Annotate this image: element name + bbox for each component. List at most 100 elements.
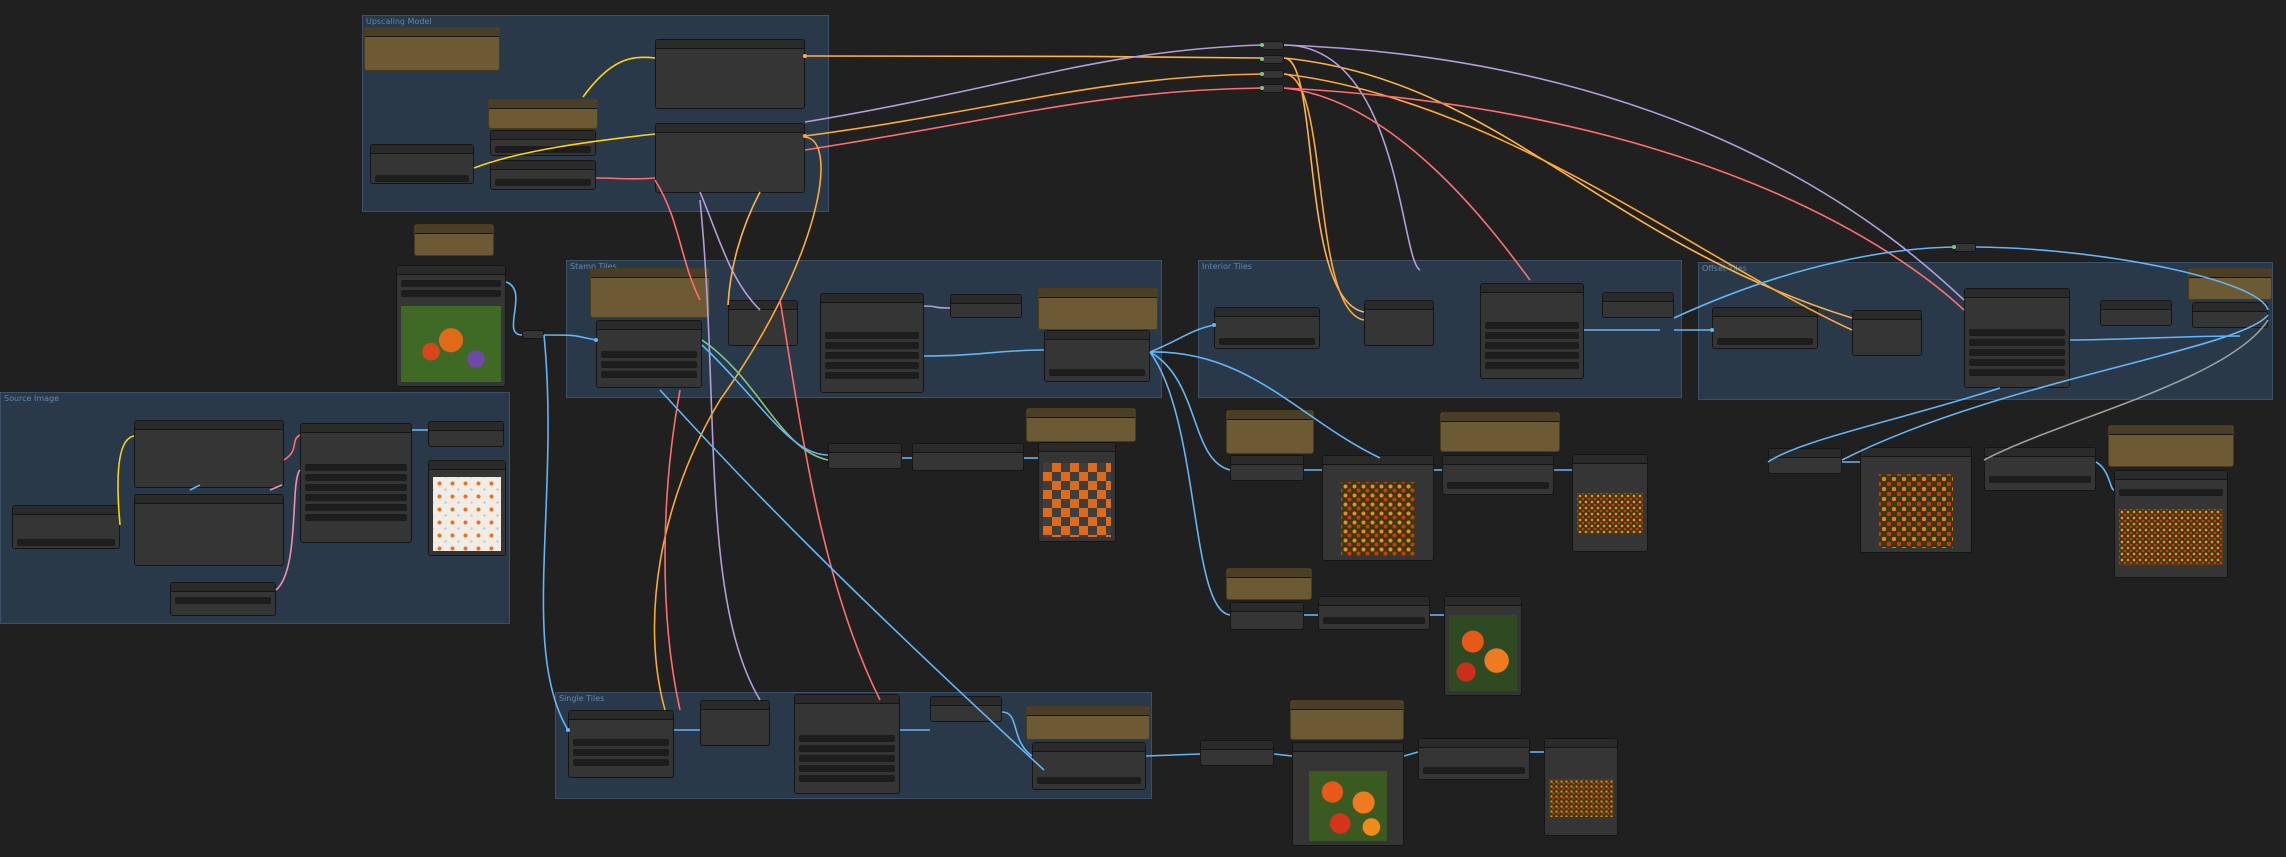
widget[interactable] xyxy=(1485,342,1579,349)
widget[interactable] xyxy=(601,351,697,358)
widget[interactable] xyxy=(1447,482,1549,489)
note-node[interactable] xyxy=(2108,425,2234,467)
note-node[interactable] xyxy=(1226,410,1314,454)
sampler-node[interactable] xyxy=(300,423,412,543)
widget[interactable] xyxy=(1969,349,2065,356)
note-node[interactable] xyxy=(1440,412,1560,452)
conditioning-node[interactable] xyxy=(1852,310,1922,356)
preview-image-node[interactable] xyxy=(1544,738,1618,836)
generator-node[interactable] xyxy=(134,420,284,488)
note-node[interactable] xyxy=(1290,700,1404,740)
resize-node[interactable] xyxy=(1318,596,1430,630)
resize-node[interactable] xyxy=(1418,738,1530,780)
vae-decode-node[interactable] xyxy=(1602,292,1674,318)
model-widget[interactable] xyxy=(375,175,469,182)
conditioning-node[interactable] xyxy=(728,300,798,346)
load-image-node[interactable] xyxy=(396,265,506,387)
image-widget[interactable] xyxy=(401,280,501,287)
crop-node[interactable] xyxy=(1230,602,1304,630)
widget[interactable] xyxy=(1969,369,2065,376)
note-node[interactable] xyxy=(364,27,500,71)
widget[interactable] xyxy=(573,739,669,746)
note-node[interactable] xyxy=(1026,408,1136,442)
widget[interactable] xyxy=(799,745,895,752)
widget[interactable] xyxy=(573,759,669,766)
conditioning-node[interactable] xyxy=(1364,300,1434,346)
tile-node[interactable] xyxy=(1214,307,1320,349)
preview-image-node[interactable] xyxy=(1860,447,1972,553)
widget[interactable] xyxy=(1485,352,1579,359)
widget[interactable] xyxy=(601,371,697,378)
widget[interactable] xyxy=(1969,359,2065,366)
upload-widget[interactable] xyxy=(401,290,501,297)
widget[interactable] xyxy=(825,332,919,339)
preview-image-node[interactable] xyxy=(1038,442,1116,542)
vae-loader-node[interactable] xyxy=(490,160,596,190)
widget[interactable] xyxy=(1969,329,2065,336)
vae-decode-node[interactable] xyxy=(950,294,1022,318)
preview-image-node[interactable] xyxy=(2114,470,2228,578)
ksampler-node[interactable] xyxy=(1964,288,2070,388)
tile-node[interactable] xyxy=(1712,307,1818,349)
vae-decode-node[interactable] xyxy=(2100,300,2172,326)
widget[interactable] xyxy=(799,735,895,742)
image-node[interactable] xyxy=(1032,742,1146,790)
generator-node[interactable] xyxy=(134,494,284,566)
widget[interactable] xyxy=(1423,767,1525,774)
widget[interactable] xyxy=(495,179,591,186)
preview-image-node[interactable] xyxy=(1292,742,1404,846)
widget[interactable] xyxy=(17,539,115,546)
widget[interactable] xyxy=(1969,339,2065,346)
image-node[interactable] xyxy=(12,505,120,549)
crop-node[interactable] xyxy=(1200,740,1274,766)
note-node[interactable] xyxy=(1038,288,1158,330)
widget[interactable] xyxy=(799,775,895,782)
loader-node[interactable] xyxy=(490,130,596,156)
seed-widget[interactable] xyxy=(305,464,407,471)
scheduler-widget[interactable] xyxy=(305,504,407,511)
tile-node[interactable] xyxy=(596,320,702,388)
widget[interactable] xyxy=(1049,369,1145,376)
widget[interactable] xyxy=(825,352,919,359)
image-node[interactable] xyxy=(2192,302,2268,328)
note-node[interactable] xyxy=(2188,268,2272,300)
decode-node[interactable] xyxy=(428,421,504,447)
ksampler-node[interactable] xyxy=(820,293,924,393)
widget[interactable] xyxy=(799,755,895,762)
ksampler-node[interactable] xyxy=(1480,283,1584,379)
resize-node[interactable] xyxy=(1984,447,2096,491)
widget[interactable] xyxy=(175,597,271,604)
cfg-widget[interactable] xyxy=(305,484,407,491)
widget[interactable] xyxy=(1323,617,1425,624)
reroute-node[interactable] xyxy=(522,330,544,339)
tile-node[interactable] xyxy=(568,710,674,778)
widget[interactable] xyxy=(1219,338,1315,345)
note-node[interactable] xyxy=(488,99,598,129)
note-node[interactable] xyxy=(414,224,494,256)
preview-image-node[interactable] xyxy=(1444,596,1522,696)
widget[interactable] xyxy=(825,362,919,369)
steps-widget[interactable] xyxy=(305,474,407,481)
crop-node[interactable] xyxy=(828,443,902,469)
widget[interactable] xyxy=(825,342,919,349)
sampler-widget[interactable] xyxy=(305,494,407,501)
load-upscale-model-node[interactable] xyxy=(370,144,474,184)
widget[interactable] xyxy=(1485,322,1579,329)
image-node[interactable] xyxy=(1044,330,1150,382)
widget[interactable] xyxy=(1989,476,2091,483)
widget[interactable] xyxy=(1717,338,1813,345)
widget[interactable] xyxy=(601,361,697,368)
widget[interactable] xyxy=(1485,362,1579,369)
widget[interactable] xyxy=(573,749,669,756)
conditioning-node[interactable] xyxy=(700,700,770,746)
vae-decode-node[interactable] xyxy=(930,696,1002,722)
preview-image-node[interactable] xyxy=(1572,454,1648,552)
widget[interactable] xyxy=(1037,777,1141,784)
note-node[interactable] xyxy=(1026,706,1150,740)
widget[interactable] xyxy=(2119,489,2223,496)
widget[interactable] xyxy=(799,765,895,772)
latent-node[interactable] xyxy=(170,582,276,616)
widget[interactable] xyxy=(1485,332,1579,339)
denoise-widget[interactable] xyxy=(305,514,407,521)
preview-image-node[interactable] xyxy=(1322,455,1434,561)
